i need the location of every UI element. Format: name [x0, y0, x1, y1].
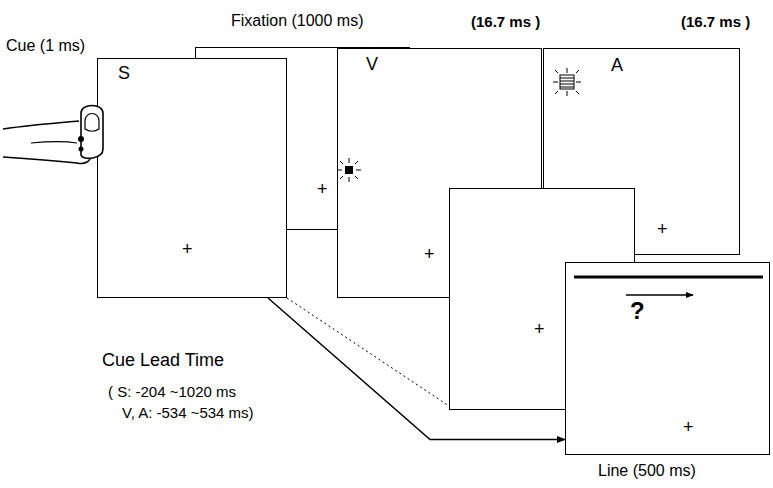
stimulus-letter: A	[611, 55, 623, 77]
flash-stimulus-part	[349, 177, 350, 182]
flash-stimulus-part	[345, 166, 353, 174]
hand-illustration-part	[85, 114, 99, 132]
flash-stimulus-part	[340, 161, 343, 164]
flash-stimulus-part	[355, 176, 358, 179]
question-mark: ?	[630, 297, 645, 326]
auditory-stimulus-part	[576, 70, 579, 73]
duration-label: Fixation (1000 ms)	[231, 11, 364, 30]
auditory-stimulus-part	[553, 82, 558, 83]
line-bisection-stimulus	[571, 271, 766, 305]
dotted-guide	[287, 298, 449, 406]
auditory-stimulus-part	[560, 87, 574, 88]
auditory-stimulus-part	[555, 91, 558, 94]
duration-label: (16.7 ms )	[471, 13, 540, 31]
auditory-stimulus-part	[560, 81, 574, 82]
flash-stimulus-part	[337, 170, 342, 171]
hand-illustration-part	[3, 121, 79, 129]
line-bisection-stimulus-part	[626, 294, 693, 296]
fixation-cross: +	[317, 179, 328, 201]
flash-stimulus-part	[349, 158, 350, 163]
duration-label: Line (500 ms)	[598, 461, 696, 480]
hand-illustration-part	[78, 136, 84, 142]
auditory-stimulus-part	[567, 91, 568, 96]
auditory-stimulus-part	[555, 70, 558, 73]
stimulus-letter: S	[118, 63, 130, 85]
hand-illustration-part	[31, 142, 77, 144]
auditory-stimulus	[552, 67, 582, 97]
auditory-stimulus-part	[560, 78, 574, 79]
auditory-stimulus-part	[576, 82, 581, 83]
auditory-stimulus-part	[567, 68, 568, 73]
flash-stimulus-part	[337, 158, 361, 182]
hand-illustration-part	[81, 106, 103, 159]
cue-label: Cue (1 ms)	[6, 36, 85, 55]
line-bisection-stimulus-part	[574, 276, 763, 279]
cue-screen: Cue (1 ms)S+	[97, 58, 287, 298]
line-screen: ?+Line (500 ms)	[565, 262, 770, 455]
flash-stimulus-part	[355, 161, 358, 164]
auditory-stimulus-part	[560, 75, 574, 89]
flash-stimulus-part	[356, 170, 361, 171]
range-note: ( S: -204 ~1020 ms	[108, 383, 236, 401]
stimulus-letter: V	[366, 54, 378, 76]
hand-illustration-part	[79, 147, 84, 152]
flash-stimulus	[336, 157, 362, 183]
hand-illustration	[1, 99, 113, 181]
auditory-stimulus-part	[576, 91, 579, 94]
fixation-cross: +	[534, 319, 545, 341]
auditory-stimulus-part	[560, 84, 574, 85]
range-note: V, A: -534 ~534 ms)	[122, 404, 254, 422]
auditory-stimulus-part	[553, 68, 581, 96]
hand-illustration-part	[3, 155, 91, 164]
flash-stimulus-part	[340, 176, 343, 179]
duration-label: (16.7 ms )	[681, 13, 750, 31]
fixation-cross: +	[182, 239, 193, 261]
interval-label: Cue Lead Time	[102, 350, 224, 372]
fixation-cross: +	[424, 244, 435, 266]
fixation-cross: +	[657, 219, 668, 241]
fixation-cross: +	[683, 417, 694, 439]
